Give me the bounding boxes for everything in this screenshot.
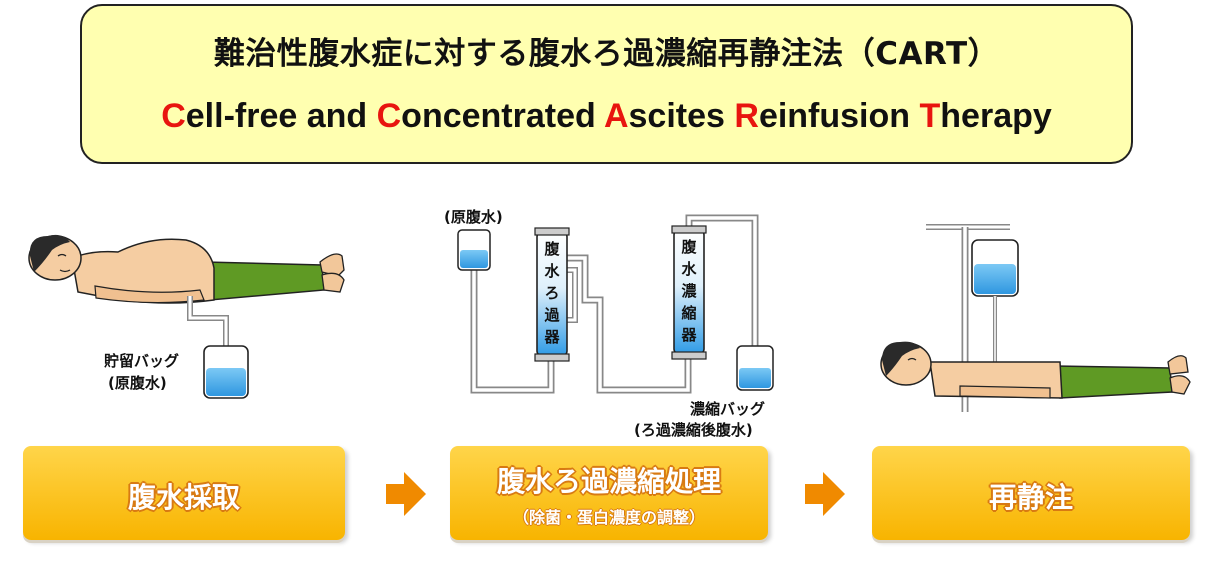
step-processing: 腹水ろ過濃縮処理 （除菌・蛋白濃度の調整）	[450, 446, 768, 540]
step-reinfusion-label: 再静注	[988, 481, 1073, 514]
step-arrow-icon	[805, 472, 845, 516]
ascites-filter	[534, 227, 570, 362]
circuit-tubing	[470, 214, 759, 394]
patient-reinfusion-figure	[880, 341, 1191, 399]
concentrate-bag-label: 濃縮バッグ	[690, 400, 766, 418]
filter-label-char: 器	[544, 328, 560, 346]
reinfusion-bag	[971, 239, 1019, 385]
step-arrow-icon	[386, 472, 426, 516]
title-japanese: 難治性腹水症に対する腹水ろ過濃縮再静注法（CART）	[213, 36, 1000, 72]
title-en-part: C	[161, 97, 186, 135]
concentrator-label-char: 縮	[681, 304, 697, 322]
filter-label-char: 水	[544, 262, 560, 280]
title-box: 難治性腹水症に対する腹水ろ過濃縮再静注法（CART） Cell-free and…	[80, 4, 1133, 164]
concentrator-label-char: 器	[681, 326, 697, 344]
storage-bag-label: 貯留バッグ	[104, 352, 180, 370]
patient-collection-figure	[28, 234, 345, 346]
concentrator-label: 腹 水 濃 縮 器	[678, 236, 700, 346]
source-bag	[457, 229, 491, 271]
storage-bag-sublabel: (原腹水)	[108, 374, 167, 392]
filter-label-char: 腹	[544, 240, 560, 258]
concentrator-label-char: 濃	[681, 282, 697, 300]
title-en-part: einfusion	[758, 97, 920, 135]
step-processing-label: 腹水ろ過濃縮処理	[496, 465, 721, 498]
title-english: Cell-free and Concentrated Ascites Reinf…	[82, 97, 1131, 136]
filter-label: 腹 水 ろ 過 器	[541, 238, 563, 348]
title-en-part: scites	[628, 97, 735, 135]
step-collection-label: 腹水採取	[127, 481, 240, 514]
step-processing-sublabel: （除菌・蛋白濃度の調整）	[512, 508, 705, 527]
concentrate-bag	[736, 345, 774, 391]
storage-bag	[203, 345, 249, 399]
title-en-part: R	[734, 97, 759, 135]
title-en-part: C	[376, 97, 402, 135]
title-en-part: T	[919, 97, 941, 135]
concentrator-label-char: 腹	[681, 238, 697, 256]
title-en-part: herapy	[940, 97, 1052, 135]
step-reinfusion: 再静注	[872, 446, 1190, 540]
concentrator-label-char: 水	[681, 260, 697, 278]
concentrate-bag-sublabel: (ろ過濃縮後腹水)	[634, 421, 753, 439]
source-bag-label: (原腹水)	[444, 208, 503, 226]
filter-label-char: 過	[544, 306, 560, 324]
title-en-part: A	[603, 97, 629, 135]
title-en-part: oncentrated	[401, 97, 604, 135]
step-collection: 腹水採取	[23, 446, 345, 540]
ascites-concentrator	[671, 225, 707, 360]
title-en-part: ell-free and	[185, 97, 377, 135]
filter-label-char: ろ	[544, 284, 560, 302]
